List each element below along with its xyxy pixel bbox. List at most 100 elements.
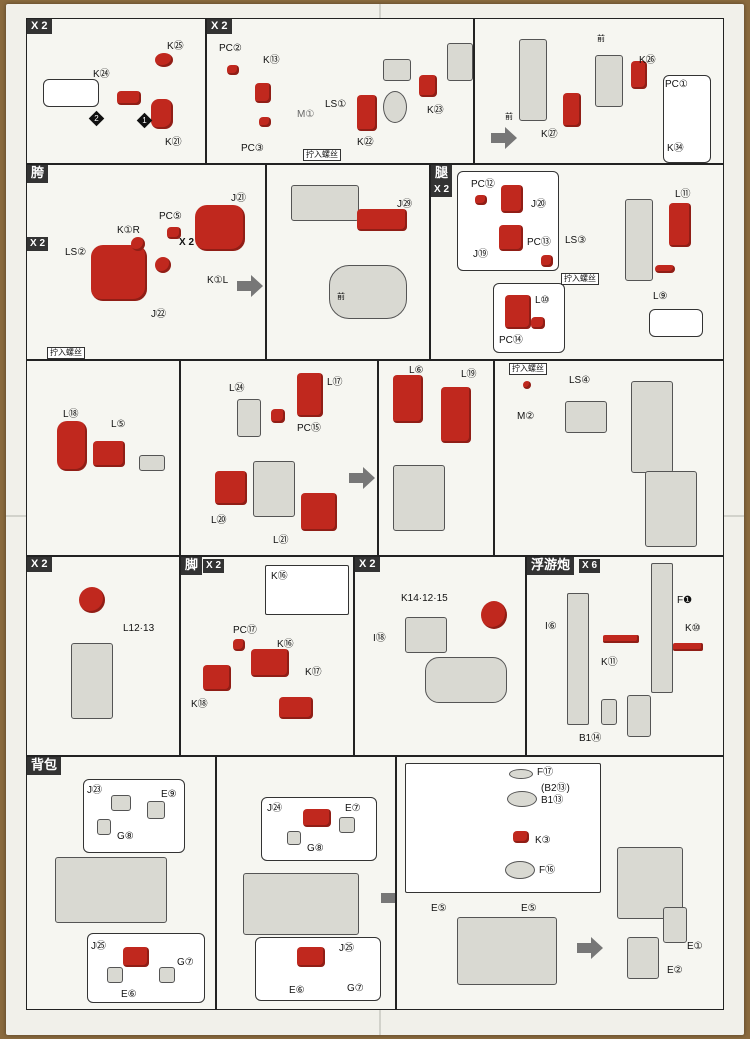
part-pc13 [541,255,553,267]
part-f17 [509,769,533,779]
label-e6: E⑥ [289,985,305,996]
step-2-panel: X 2 PC② K⑬ PC③ M① LS① K㉒ K㉓ 拧入螺丝 [206,18,474,164]
label-g7: G⑦ [177,957,194,968]
screw-note: 拧入螺丝 [47,347,85,359]
label-k27: K㉗ [541,129,558,140]
step-17-panel: F⑰ (B2⑬) B1⑬ K③ F⑯ E⑤ E⑤ E① E② [396,756,724,1010]
multiplier-badge: X 2 [203,559,225,573]
part-k21 [151,99,173,129]
multiplier-badge: X 2 [27,19,52,34]
part-k25 [155,53,173,67]
label-k3: K③ [535,835,551,846]
next-arrow-icon [237,275,263,297]
part-backpack-body [55,857,167,923]
label-pc3: PC③ [241,143,264,154]
label-pc17: PC⑰ [233,625,257,636]
step-1-panel: X 2 K㉕ K㉔ K㉑ 2 1 [26,18,206,164]
label-l24: L㉔ [229,383,245,394]
next-arrow-icon [349,467,375,489]
part-j19 [499,225,523,251]
part-leg-frame [625,199,653,281]
label-f1: F❶ [677,595,693,606]
part-pc17 [233,639,245,651]
label-ls3: LS③ [565,235,587,246]
part-pc14 [531,317,545,329]
section-title-foot: 脚 [181,557,203,575]
part-k22 [357,95,377,131]
part-small-a [419,75,437,97]
part-i18 [405,617,447,653]
label-j21: J㉑ [231,193,246,204]
part-m2 [523,381,531,389]
label-e1: E① [687,941,703,952]
label-k25: K㉕ [167,41,184,52]
label-k26: K㉖ [639,55,656,66]
label-j23: J㉓ [87,785,102,796]
section-title-backpack: 背包 [27,757,62,775]
label-k13: K⑬ [263,55,280,66]
part-k1l [155,257,171,273]
step-11-panel: X 2 L12·13 [26,556,180,756]
part-k16 [251,649,289,677]
part-l9 [655,265,675,273]
section-title-hip: 胯 [27,165,49,183]
part-frame-tall [519,39,547,121]
label-pc1: PC① [665,79,688,90]
label-j24: J㉔ [267,803,282,814]
part-k24 [117,91,141,105]
label-j29: J㉙ [397,199,412,210]
part-k17 [279,697,313,719]
label-k11: K⑪ [601,657,618,668]
label-ls4: LS④ [569,375,591,386]
step-9-panel: L⑥ L⑲ [378,360,494,556]
label-g8: G⑧ [307,843,324,854]
part-j23 [111,795,131,811]
part-g8 [97,819,111,835]
label-b2-13: (B2⑬) [541,783,570,794]
label-b1-14: B1⑭ [579,733,602,744]
upper-sub-box [261,797,377,861]
part-l6 [393,375,423,423]
part-pc5 [167,227,181,239]
hint-box [43,79,99,107]
step-8-panel: L㉔ L⑰ PC⑮ L⑳ L㉑ [180,360,378,556]
label-x2-inline: X 2 [179,237,195,248]
part-hip-block [329,265,407,319]
label-i18: I⑱ [373,633,386,644]
part-f16 [505,861,535,879]
label-l17: L⑰ [327,377,343,388]
part-ankle [71,643,113,719]
label-e5-right: E⑤ [521,903,537,914]
multiplier-badge: X 2 [355,557,380,572]
step-number-2: 2 [88,110,105,127]
label-k23: K㉓ [427,105,444,116]
label-pc13: PC⑬ [527,237,551,248]
part-turret [617,847,683,919]
label-front-1: 前 [597,34,605,43]
part-clip [627,695,651,737]
label-l20: L⑳ [211,515,227,526]
next-arrow-icon [491,127,517,149]
label-front-2: 前 [505,112,513,121]
part-e9 [147,801,165,819]
part-pc3 [259,117,271,127]
part-k27 [563,93,581,127]
label-k1l: K①L [207,275,229,286]
part-k11 [603,635,639,643]
step-5-panel: J㉙ 前 [266,164,430,360]
part-pc15 [271,409,285,423]
part-f1 [651,563,673,693]
part-k26 [631,61,647,89]
part-lower-leg [253,461,295,517]
part-full-leg [645,471,697,547]
part-e1 [663,907,687,943]
label-front: 前 [337,292,345,301]
label-l9: L⑨ [653,291,668,302]
label-k1r: K①R [117,225,140,236]
part-l5 [93,441,125,467]
detail-box [405,763,601,893]
label-k14-12-15: K14·12·15 [401,593,448,604]
label-j20: J⑳ [531,199,546,210]
part-k10 [673,643,703,651]
label-l5: L⑤ [111,419,126,430]
